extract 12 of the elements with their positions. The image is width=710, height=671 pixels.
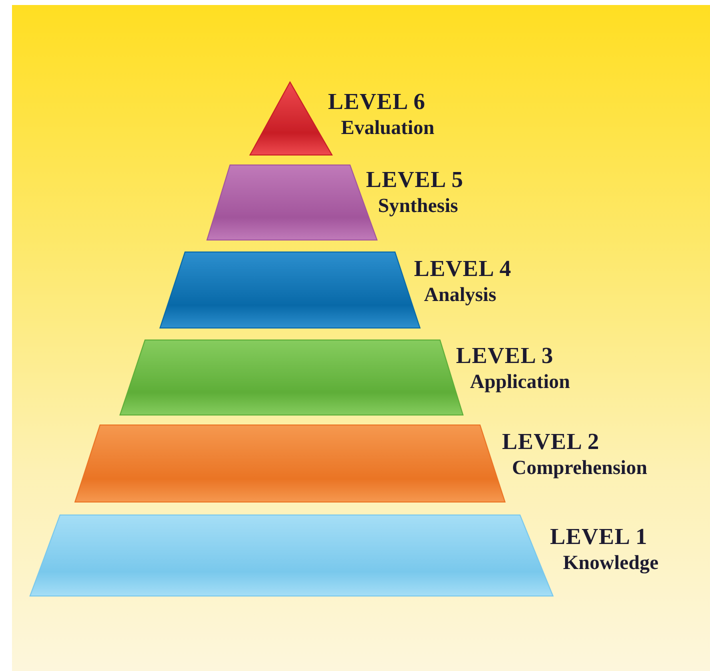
level-heading: LEVEL 2 <box>502 429 600 455</box>
level-name: Application <box>470 370 570 395</box>
level-heading: LEVEL 6 <box>328 89 426 115</box>
level-name: Comprehension <box>512 456 648 481</box>
level-heading: LEVEL 1 <box>550 524 648 550</box>
level-name: Synthesis <box>378 194 460 219</box>
level-heading: LEVEL 5 <box>366 167 464 193</box>
level-name: Evaluation <box>341 116 434 141</box>
level-heading: LEVEL 4 <box>414 256 512 282</box>
level-name: Knowledge <box>563 551 659 576</box>
level-name: Analysis <box>424 283 498 308</box>
level-heading: LEVEL 3 <box>456 343 554 369</box>
